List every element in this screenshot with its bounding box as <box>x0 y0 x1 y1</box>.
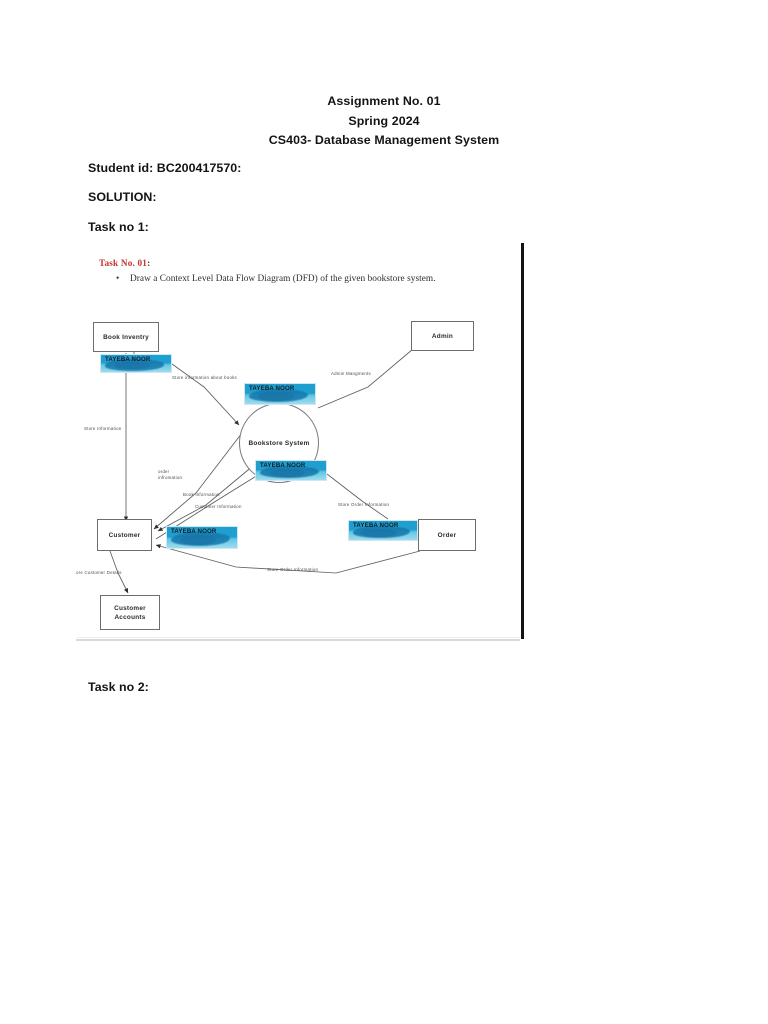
flow-line-order-infromation <box>153 432 243 530</box>
entity-book-inventry[interactable]: Book Inventry <box>93 322 159 352</box>
figure-bullet-text: Draw a Context Level Data Flow Diagram (… <box>130 274 436 284</box>
entity-order[interactable]: Order <box>418 519 476 551</box>
flow-label-store-information: Store Information <box>84 426 122 431</box>
watermark-blob-secondary-icon <box>361 528 397 537</box>
watermark-chip-2-text: TAYEBA NOOR <box>249 385 295 392</box>
header-line-assignment: Assignment No. 01 <box>327 94 441 108</box>
flow-line-store-customer-details <box>109 550 129 594</box>
watermark-chip-2: TAYEBA NOOR <box>244 383 316 405</box>
figure-task-title: Task No. 01: <box>99 258 150 268</box>
entity-customer-accounts[interactable]: Customer Accounts <box>100 595 160 630</box>
watermark-chip-3-text: TAYEBA NOOR <box>260 462 306 469</box>
flow-line-book-information <box>157 464 255 532</box>
watermark-chip-1-text: TAYEBA NOOR <box>105 356 151 363</box>
scan-edge-right-border <box>521 243 524 639</box>
dfd-diagram: Book Inventry Admin Customer Order Custo… <box>76 243 524 643</box>
flow-label-order-infromation: order infromation <box>158 469 182 481</box>
watermark-chip-1: TAYEBA NOOR <box>100 354 172 373</box>
process-bookstore-system-label: Bookstore System <box>248 439 310 447</box>
watermark-chip-5: TAYEBA NOOR <box>348 520 418 541</box>
watermark-chip-4: TAYEBA NOOR <box>166 526 238 549</box>
flow-label-order-infromation-line2: infromation <box>158 475 183 480</box>
scan-edge-bottom-border-faint <box>76 637 520 638</box>
flow-label-book-information: Book Information <box>183 492 220 497</box>
solution-label: SOLUTION: <box>88 190 157 204</box>
bullet-dot-icon: • <box>116 274 120 284</box>
dfd-connector-layer <box>109 348 421 594</box>
flow-label-order-infromation-line1: order <box>158 469 170 474</box>
entity-admin[interactable]: Admin <box>411 321 474 351</box>
watermark-chip-5-text: TAYEBA NOOR <box>353 522 399 529</box>
flow-line-store-order-information-top <box>326 473 389 520</box>
task-no-2-label: Task no 2: <box>88 680 149 694</box>
student-id-line: Student id: BC200417570: <box>88 161 242 175</box>
entity-customer-accounts-label: Customer Accounts <box>114 604 146 622</box>
entity-customer-accounts-label-line1: Customer <box>114 604 146 612</box>
entity-order-label: Order <box>437 531 457 539</box>
flow-label-admin-mangments: Admin Mangments <box>331 371 371 376</box>
task-no-1-label: Task no 1: <box>88 220 149 234</box>
entity-book-inventry-label: Book Inventry <box>103 333 149 341</box>
figure-task-title-colon: : <box>147 258 151 268</box>
watermark-blob-secondary-icon <box>268 468 305 477</box>
watermark-blob-secondary-icon <box>179 535 216 545</box>
flow-label-store-order-information-top: Store Order Information <box>338 502 390 507</box>
flow-label-customer-information: Customer Information <box>195 504 242 509</box>
flow-label-store-customer-details: ore Customer Details <box>76 570 122 575</box>
figure-bullet-item: • Draw a Context Level Data Flow Diagram … <box>116 274 436 284</box>
watermark-chip-3: TAYEBA NOOR <box>255 460 327 481</box>
entity-admin-label: Admin <box>431 332 454 340</box>
header-line-course: CS403- Database Management System <box>268 133 500 147</box>
embedded-figure-image: Task No. 01: • Draw a Context Level Data … <box>76 243 524 643</box>
watermark-blob-secondary-icon <box>257 392 294 401</box>
flow-label-store-info-about-books: Store information about books <box>172 375 237 380</box>
figure-task-title-text: Task No. 01 <box>99 258 148 268</box>
entity-customer-label: Customer <box>108 531 141 539</box>
flow-line-store-info-about-books <box>171 363 240 426</box>
entity-customer[interactable]: Customer <box>97 519 152 551</box>
flow-label-store-order-information-bottom: Store Order Information <box>267 567 319 572</box>
document-header: Assignment No. 01 Spring 2024 CS403- Dat… <box>0 92 768 151</box>
flow-line-admin-mangments <box>317 348 414 409</box>
flow-line-store-order-information-bottom <box>155 544 421 574</box>
scan-edge-bottom-border <box>76 639 520 641</box>
entity-customer-accounts-label-line2: Accounts <box>114 613 146 621</box>
watermark-chip-4-text: TAYEBA NOOR <box>171 528 217 535</box>
header-line-term: Spring 2024 <box>348 113 420 128</box>
watermark-blob-secondary-icon <box>113 361 150 370</box>
